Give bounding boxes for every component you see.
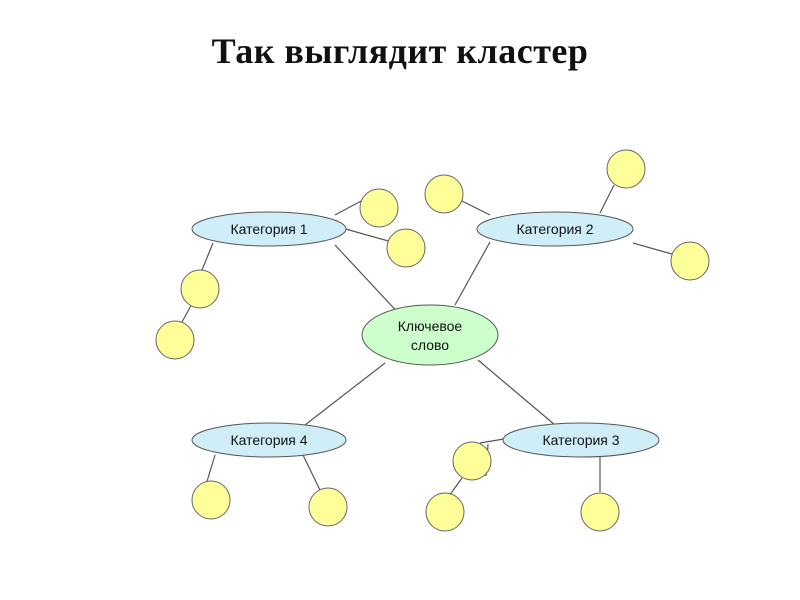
- line-center-c4: [304, 362, 386, 426]
- category-4-label: Категория 4: [230, 432, 307, 448]
- leaf-circle: [386, 228, 426, 268]
- line-c4-leaf2: [302, 454, 321, 491]
- diagram-title: Так выглядит кластер: [211, 31, 589, 71]
- category-nodes: [191, 211, 660, 458]
- leaf-circle: [308, 487, 348, 527]
- leaf-circle: [580, 492, 620, 532]
- leaf-circle: [191, 480, 231, 520]
- category-1-node: [191, 211, 347, 247]
- leaf-circle: [606, 149, 646, 189]
- line-c1-leaf2: [341, 227, 393, 243]
- leaf-circle: [425, 492, 465, 532]
- line-c2-leaf3: [632, 242, 673, 255]
- center-label-line2: слово: [411, 337, 449, 353]
- leaf-circle: [452, 441, 492, 481]
- leaf-circle: [180, 269, 220, 309]
- category-1-label: Категория 1: [230, 221, 307, 237]
- category-2-label: Категория 2: [516, 221, 593, 237]
- line-center-c3: [477, 359, 556, 426]
- line-center-c1: [334, 244, 404, 319]
- line-c1-leaf3: [201, 242, 214, 271]
- leaf-circle: [359, 188, 399, 228]
- leaf-circles: [155, 149, 710, 532]
- category-3-label: Категория 3: [542, 432, 619, 448]
- line-c2-leaf1: [459, 199, 491, 216]
- leaf-circle: [424, 174, 464, 214]
- line-center-c2: [454, 241, 491, 306]
- line-c2-leaf2: [599, 184, 615, 214]
- category-3-node: [502, 422, 660, 458]
- center-node: [361, 304, 499, 366]
- category-2-node: [476, 211, 634, 247]
- category-4-node: [191, 422, 347, 458]
- center-label-line1: Ключевое: [398, 318, 463, 334]
- line-c1-leaf1: [334, 199, 364, 216]
- leaf-circle: [155, 320, 195, 360]
- line-c3-leaf2: [448, 477, 463, 497]
- leaf-circle: [670, 241, 710, 281]
